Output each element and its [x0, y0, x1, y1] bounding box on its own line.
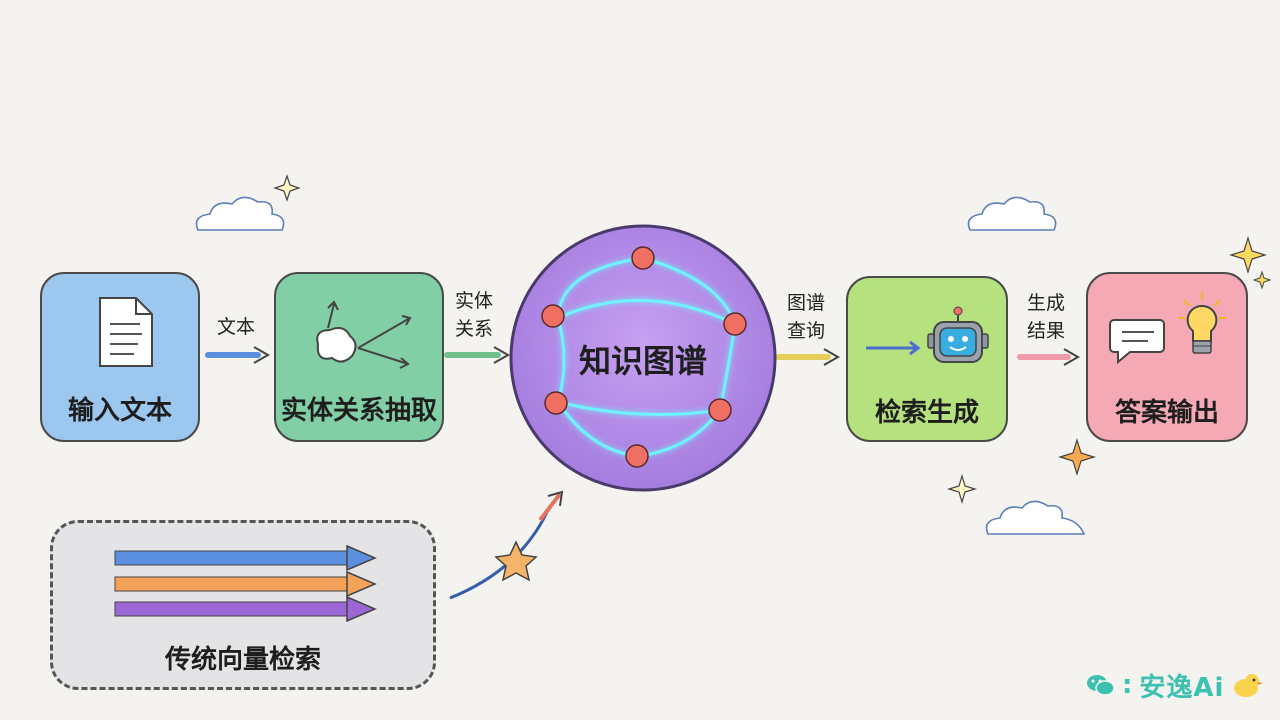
edge-label-entity: 实体 — [454, 290, 493, 312]
entity-extraction-label: 实体关系抽取 — [280, 396, 437, 426]
cloud-icon — [967, 196, 1057, 231]
arrow-traditional-to-graph — [449, 490, 564, 600]
watermark-text: 安逸Ai — [1139, 672, 1225, 703]
sparkle-icon — [1057, 437, 1097, 477]
vector-arrows-icon — [114, 545, 377, 623]
arrow-extraction-to-graph — [444, 346, 511, 364]
extraction-arrows-icon — [316, 300, 412, 369]
answer-output-box: 答案输出 — [1086, 272, 1248, 442]
graph-node — [723, 312, 747, 336]
graph-node — [544, 391, 568, 415]
chick-icon — [1234, 674, 1264, 697]
star-icon — [494, 540, 538, 582]
cloud-icon — [195, 196, 285, 231]
knowledge-graph-circle — [509, 224, 777, 492]
graph-node — [625, 444, 649, 468]
watermark: : 安逸Ai — [1086, 668, 1264, 703]
retrieval-generation-box: 检索生成 — [846, 276, 1008, 442]
retrieval-generation-label: 检索生成 — [874, 398, 979, 428]
traditional-vector-retrieval-label: 传统向量检索 — [164, 645, 321, 675]
watermark-prefix: : — [1122, 670, 1134, 700]
edge-label-text: 文本 — [216, 316, 255, 338]
edge-label-generate: 生成 — [1026, 292, 1065, 314]
traditional-vector-retrieval-box: 传统向量检索 — [50, 520, 436, 690]
arrow-graph-to-retrieval — [775, 348, 841, 366]
sparkle-icon — [1228, 235, 1268, 275]
cloud-icon — [985, 500, 1086, 535]
edge-label-relation: 关系 — [454, 318, 493, 340]
lightbulb-icon — [1178, 292, 1226, 354]
graph-nodes — [541, 246, 747, 468]
knowledge-graph-label: 知识图谱 — [578, 342, 707, 380]
arrow-retrieval-to-answer — [1017, 348, 1081, 366]
sparkle-icon — [273, 174, 301, 202]
chat-bubble-icon — [1109, 319, 1165, 365]
graph-node — [708, 398, 732, 422]
robot-icon — [866, 306, 989, 363]
sparkle-icon — [946, 473, 978, 505]
graph-node — [631, 246, 655, 270]
edge-label-graph: 图谱 — [786, 292, 825, 314]
entity-extraction-box: 实体关系抽取 — [274, 272, 444, 442]
input-text-box: 输入文本 — [40, 272, 200, 442]
graph-node — [541, 304, 565, 328]
wechat-icon — [1087, 675, 1115, 696]
arrow-input-to-extraction — [205, 346, 271, 364]
edge-label-result: 结果 — [1026, 320, 1065, 342]
input-text-label: 输入文本 — [67, 396, 172, 426]
sparkle-icon — [1252, 270, 1272, 290]
document-icon — [99, 297, 153, 367]
answer-output-label: 答案输出 — [1114, 398, 1219, 428]
edge-label-query: 查询 — [786, 320, 825, 342]
